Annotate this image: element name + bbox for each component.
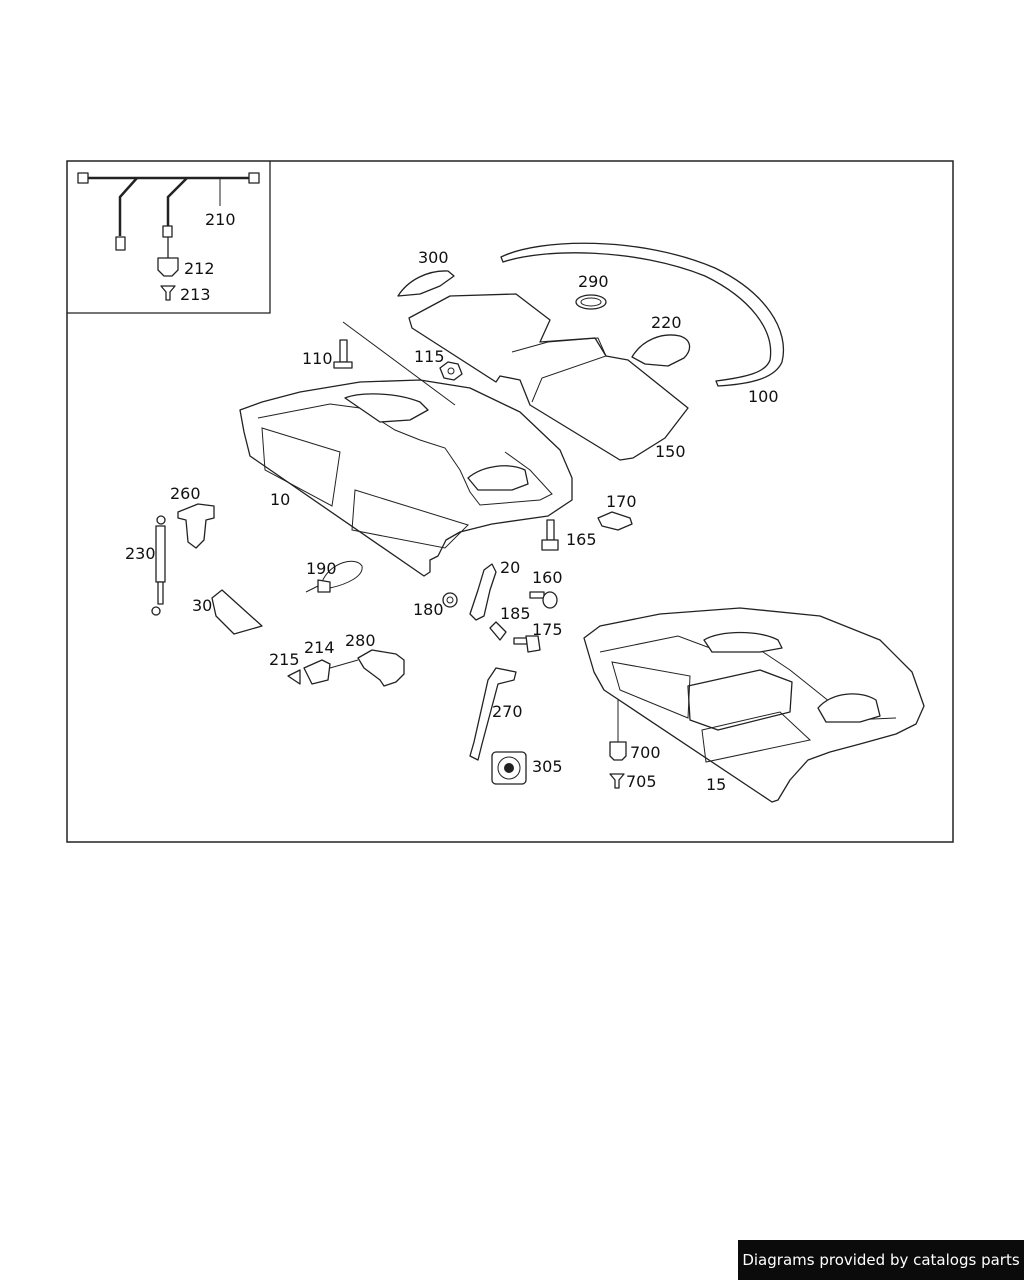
bolt-110[interactable] bbox=[333, 339, 353, 369]
label-260: 260 bbox=[170, 484, 201, 503]
label-185: 185 bbox=[500, 604, 531, 623]
label-165: 165 bbox=[566, 530, 597, 549]
bracket-270[interactable] bbox=[469, 667, 517, 761]
label-705: 705 bbox=[626, 772, 657, 791]
trim-strip-100[interactable] bbox=[500, 242, 784, 387]
inset-frame bbox=[67, 161, 271, 314]
cable-tie-190[interactable] bbox=[305, 560, 363, 593]
connector-700[interactable] bbox=[609, 741, 627, 761]
label-305: 305 bbox=[532, 757, 563, 776]
label-150: 150 bbox=[655, 442, 686, 461]
bracket-20[interactable] bbox=[469, 563, 497, 621]
label-300: 300 bbox=[418, 248, 449, 267]
pin-705[interactable] bbox=[609, 773, 625, 789]
pin-215[interactable] bbox=[287, 669, 301, 685]
label-170: 170 bbox=[606, 492, 637, 511]
label-210: 210 bbox=[205, 210, 236, 229]
label-270: 270 bbox=[492, 702, 523, 721]
label-180: 180 bbox=[413, 600, 444, 619]
label-214: 214 bbox=[304, 638, 335, 657]
label-175: 175 bbox=[532, 620, 563, 639]
label-190: 190 bbox=[306, 559, 337, 578]
label-20: 20 bbox=[500, 558, 520, 577]
label-700: 700 bbox=[630, 743, 661, 762]
label-15: 15 bbox=[706, 775, 726, 794]
label-220: 220 bbox=[651, 313, 682, 332]
latch-280[interactable] bbox=[329, 649, 405, 687]
label-30: 30 bbox=[192, 596, 212, 615]
bolt-175[interactable] bbox=[513, 635, 541, 653]
nut-115[interactable] bbox=[439, 361, 463, 381]
cover-300[interactable] bbox=[397, 270, 455, 297]
bracket-260[interactable] bbox=[177, 503, 215, 549]
label-100: 100 bbox=[748, 387, 779, 406]
gas-strut-230[interactable] bbox=[151, 515, 166, 616]
pin-213[interactable] bbox=[160, 285, 176, 301]
cover-220[interactable] bbox=[631, 334, 691, 367]
washer-180[interactable] bbox=[442, 592, 458, 608]
label-230: 230 bbox=[125, 544, 156, 563]
bolt-165[interactable] bbox=[541, 519, 559, 551]
label-290: 290 bbox=[578, 272, 609, 291]
leader-110-115 bbox=[342, 321, 456, 406]
parcel-shelf-10[interactable] bbox=[239, 379, 573, 577]
sleeve-185[interactable] bbox=[489, 621, 507, 641]
credit-banner: Diagrams provided by catalogs parts bbox=[738, 1240, 1024, 1280]
label-110: 110 bbox=[302, 349, 333, 368]
label-160: 160 bbox=[532, 568, 563, 587]
label-212: 212 bbox=[184, 259, 215, 278]
screw-160[interactable] bbox=[529, 591, 558, 609]
connector-212[interactable] bbox=[157, 237, 179, 277]
ring-290[interactable] bbox=[575, 294, 607, 310]
label-213: 213 bbox=[180, 285, 211, 304]
label-215: 215 bbox=[269, 650, 300, 669]
wiring-harness-210[interactable] bbox=[77, 172, 260, 251]
liner-150[interactable] bbox=[408, 293, 689, 461]
label-10: 10 bbox=[270, 490, 290, 509]
label-115: 115 bbox=[414, 347, 445, 366]
grommet-305[interactable] bbox=[491, 751, 527, 785]
clip-170[interactable] bbox=[597, 511, 633, 531]
label-280: 280 bbox=[345, 631, 376, 650]
parcel-shelf-15[interactable] bbox=[583, 607, 925, 803]
clip-214[interactable] bbox=[303, 659, 331, 685]
bracket-30[interactable] bbox=[211, 589, 263, 635]
diagram-frame bbox=[66, 160, 954, 843]
